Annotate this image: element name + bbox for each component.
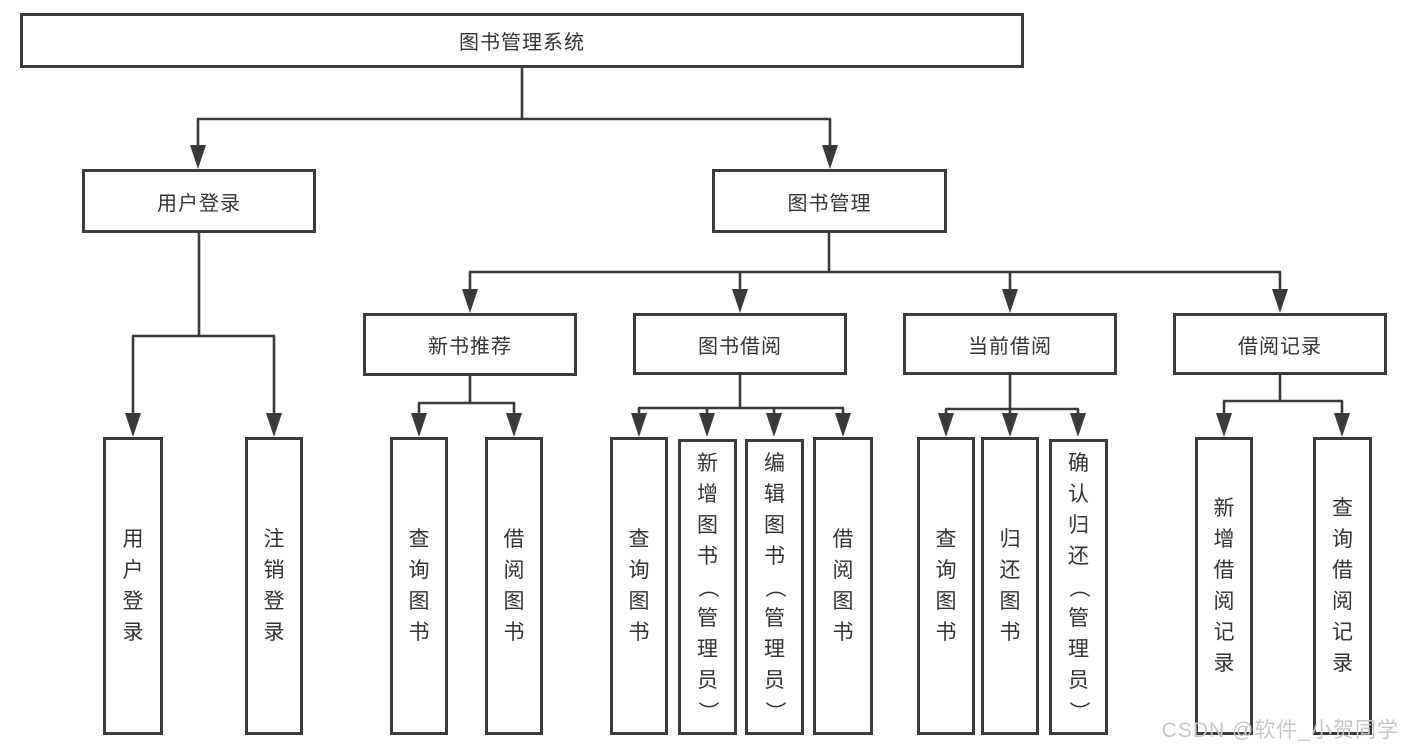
node-label: 新增图书（管理员） [696,451,719,722]
leaf-return-books: 归还图书 [981,437,1039,735]
node-borrow-record: 借阅记录 [1173,313,1387,375]
connector-borrow-record-to-leaves [1222,375,1344,417]
csdn-watermark: CSDN @软件_小贺同学 [1161,719,1399,742]
node-label: 图书管理 [787,192,872,215]
connector-root-to-level2 [196,68,832,149]
connector-book-management-to-level3 [468,233,1282,293]
node-label: 新书推荐 [428,336,512,358]
node-label: 查询图书 [408,528,430,644]
node-new-book-recommend: 新书推荐 [363,313,577,376]
leaf-current-query-books: 查询图书 [917,437,975,735]
leaf-user-login: 用户登录 [103,437,163,735]
leaf-add-borrow-record: 新增借阅记录 [1195,437,1253,735]
leaf-add-books-admin: 新增图书（管理员） [678,439,737,735]
leaf-recommend-borrow-books: 借阅图书 [485,437,543,735]
node-label: 确认归还（管理员） [1067,451,1090,722]
node-label: 编辑图书（管理员） [763,451,786,722]
node-label: 注销登录 [263,528,285,644]
node-label: 用户登录 [157,192,241,215]
leaf-borrow-books: 借阅图书 [813,437,873,735]
node-label: 图书管理系统 [459,32,585,54]
node-label: 查询借阅记录 [1332,497,1353,675]
connector-new-book-recommend-to-leaves [417,376,516,417]
connector-current-borrow-to-leaves [944,375,1080,417]
node-label: 用户登录 [122,528,144,644]
node-book-management: 图书管理 [712,169,947,233]
leaf-logout: 注销登录 [245,437,303,735]
node-label: 图书借阅 [698,335,782,358]
node-label: 当前借阅 [968,335,1052,358]
leaf-recommend-query-books: 查询图书 [390,437,448,735]
node-label: 借阅记录 [1238,335,1322,358]
node-label: 新增借阅记录 [1213,497,1235,675]
leaf-edit-books-admin: 编辑图书（管理员） [745,439,804,735]
node-label: 借阅图书 [832,528,854,644]
node-root-library-management-system: 图书管理系统 [20,13,1024,68]
node-user-login: 用户登录 [82,169,316,233]
leaf-borrow-query-books: 查询图书 [610,437,668,735]
connector-book-borrow-to-leaves [637,375,845,417]
node-label: 借阅图书 [503,528,525,644]
node-label: 归还图书 [999,528,1021,644]
node-label: 查询图书 [935,528,957,644]
leaf-confirm-return-admin: 确认归还（管理员） [1049,439,1108,735]
leaf-query-borrow-record: 查询借阅记录 [1313,437,1372,735]
node-current-borrow: 当前借阅 [903,313,1117,375]
node-label: 查询图书 [628,528,650,644]
node-book-borrow: 图书借阅 [633,313,847,375]
connector-user-login-to-leaves [131,233,276,417]
